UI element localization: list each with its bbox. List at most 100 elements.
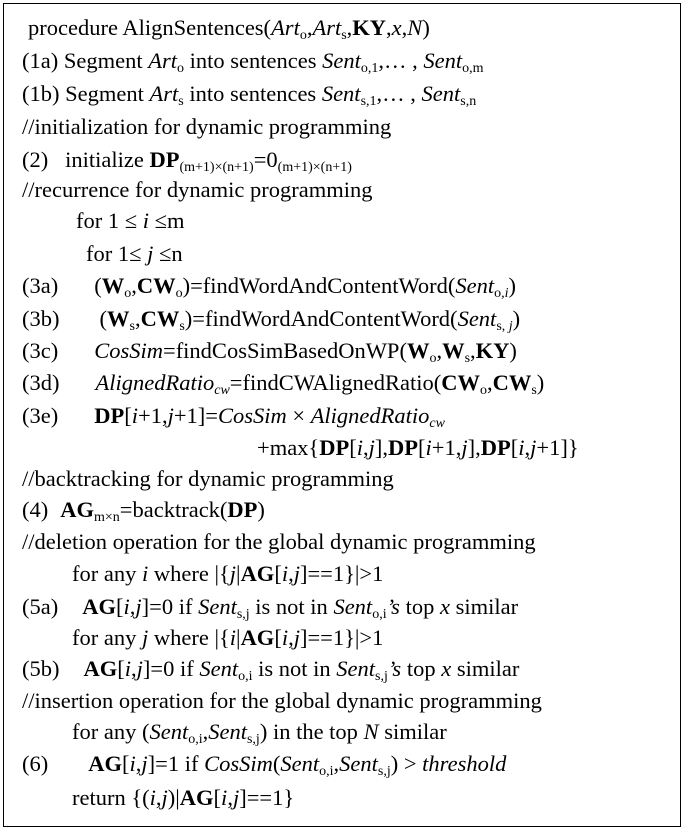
param-art-s: Art xyxy=(312,15,342,40)
comment-deletion: //deletion operation for the global dyna… xyxy=(22,529,536,554)
comma: , xyxy=(135,751,142,776)
comma: , xyxy=(129,594,136,619)
var-j: j xyxy=(530,435,537,460)
var-w: W xyxy=(107,306,130,331)
var-j: j xyxy=(461,435,468,460)
var-dp: DP xyxy=(227,497,258,522)
ellipsis: ,… , xyxy=(376,81,422,106)
var-sent: Sent xyxy=(336,656,375,681)
step-5b: (5b)AG[i,j]=0 if Sento,i is not in Sents… xyxy=(22,653,519,684)
text: Segment xyxy=(59,81,150,106)
var-w: W xyxy=(101,273,125,298)
param-n: N xyxy=(407,15,423,40)
var-cw: CW xyxy=(441,370,480,395)
comment-initialization: //initialization for dynamic programming xyxy=(22,114,392,139)
procedure-name: AlignSentences( xyxy=(122,15,272,40)
bracket: [ xyxy=(510,435,519,460)
subscript-j: j xyxy=(508,319,513,334)
step-1a: (1a) Segment Arto into sentences Sento,1… xyxy=(22,45,483,76)
var-i: i xyxy=(518,435,525,460)
text: ) > xyxy=(390,751,423,776)
text: for 1 ≤ xyxy=(76,208,143,233)
paren: ( xyxy=(99,306,108,331)
text: ]==1}|>1 xyxy=(299,561,384,586)
text: is not in xyxy=(249,594,334,619)
subscript: o,i xyxy=(319,764,334,779)
var-cw: CW xyxy=(136,273,176,298)
var-ag: AG xyxy=(88,751,122,776)
var-j: j xyxy=(232,785,240,810)
var-x: x xyxy=(441,656,452,681)
paren: ) xyxy=(509,338,517,363)
comma: , xyxy=(436,338,443,363)
text: +1, xyxy=(431,435,462,460)
text: =0 xyxy=(253,147,278,172)
subscript: o,1 xyxy=(360,61,379,76)
bracket: [ xyxy=(122,751,130,776)
var-sent: Sent xyxy=(339,751,378,776)
var-sent: Sent xyxy=(208,719,247,744)
text: ]=0 if xyxy=(142,656,200,681)
subscript: s,j xyxy=(246,732,260,747)
function-call: =findCWAlignedRatio( xyxy=(229,370,442,395)
subscript: s xyxy=(341,28,347,43)
var-sent: Sent xyxy=(421,81,461,106)
comment-insertion: //insertion operation for the global dyn… xyxy=(22,688,542,713)
var-i: i xyxy=(356,435,363,460)
comma: , xyxy=(486,370,493,395)
subscript: o,i xyxy=(188,732,203,747)
var-dp: DP xyxy=(480,435,511,460)
subscript: m×n xyxy=(94,510,120,525)
step-3e-continued: +max{DP[i,j],DP[i+1,j],DP[i,j+1]} xyxy=(257,432,579,463)
comma: , xyxy=(524,435,531,460)
step-number: (5a) xyxy=(22,594,59,619)
step-number: (3e) xyxy=(22,403,59,428)
text: )| xyxy=(167,785,180,810)
step-4: (4)AGm×n=backtrack(DP) xyxy=(22,494,265,525)
step-number: (4) xyxy=(22,497,49,522)
var-j: j xyxy=(293,561,300,586)
subscript: s, xyxy=(496,319,509,334)
step-3c: (3c)CosSim=findCosSimBasedOnWP(Wo,Ws,KY) xyxy=(22,335,517,366)
step-5a: (5a)AG[i,j]=0 if Sents,j is not in Sento… xyxy=(22,591,518,622)
var-ag: AG xyxy=(240,625,275,650)
comma: , xyxy=(202,719,209,744)
var-i: i xyxy=(149,785,156,810)
var-n: N xyxy=(363,719,379,744)
var-dp: DP xyxy=(388,435,419,460)
var-threshold: threshold xyxy=(422,751,507,776)
text: ]=0 if xyxy=(141,594,199,619)
bracket: [ xyxy=(349,435,357,460)
text: ) in the top xyxy=(259,719,364,744)
var-sent: Sent xyxy=(149,719,189,744)
step-1b: (1b) Segment Arts into sentences Sents,1… xyxy=(22,78,476,109)
text: for any xyxy=(72,561,142,586)
var-ag: AG xyxy=(240,561,275,586)
var-sent: Sent xyxy=(455,273,495,298)
possessive: ’s xyxy=(386,594,400,619)
subscript-i: i xyxy=(504,286,509,301)
comma: , xyxy=(363,435,369,460)
subscript: o xyxy=(479,383,487,398)
bracket: [ xyxy=(213,785,222,810)
paren: ) xyxy=(512,306,521,331)
text: +1, xyxy=(138,403,168,428)
var-i: i xyxy=(142,208,149,233)
var-j: j xyxy=(141,625,149,650)
var-sent: Sent xyxy=(457,306,497,331)
text: top xyxy=(399,594,440,619)
var-sent: Sent xyxy=(423,48,463,73)
paren: ) xyxy=(257,497,265,522)
var-j: j xyxy=(141,751,148,776)
subscript: s,1 xyxy=(360,94,377,109)
step-number: (1a) xyxy=(22,48,59,73)
var-dp: DP xyxy=(94,403,125,428)
loop-any-j: for any j where |{i|AG[i,j]==1}|>1 xyxy=(72,622,383,653)
comma: , xyxy=(288,625,294,650)
subscript: o,i xyxy=(238,669,253,684)
text: for 1≤ xyxy=(86,241,148,266)
text: ]==1}|>1 xyxy=(299,625,384,650)
step-3e: (3e)DP[i+1,j+1]=CosSim × AlignedRatiocw xyxy=(22,400,445,431)
paren: ) xyxy=(508,273,517,298)
step-number: (1b) xyxy=(22,81,60,106)
